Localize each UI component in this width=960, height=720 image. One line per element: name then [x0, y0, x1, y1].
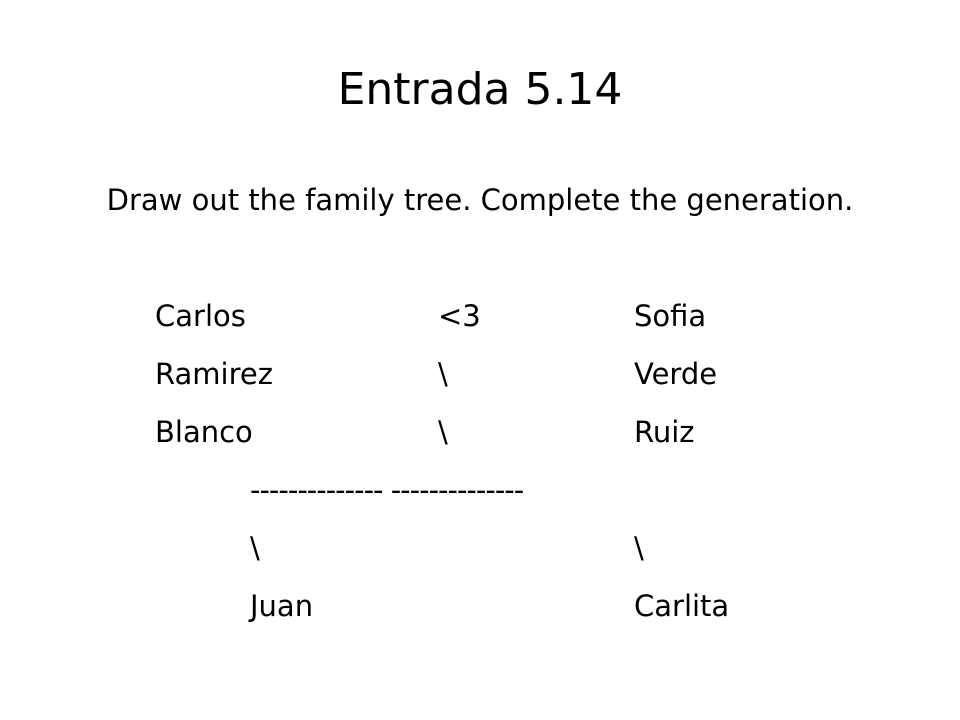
father-surname-1: Ramirez	[155, 357, 273, 391]
father-surname-2: Blanco	[155, 415, 253, 449]
child-juan: Juan	[250, 589, 314, 623]
love-symbol: <3	[438, 299, 481, 333]
parent-father-first-name: Carlos	[155, 299, 246, 333]
parent-mother-first-name: Sofia	[634, 299, 707, 333]
connector-line: \	[438, 357, 448, 391]
connector-line-right: \	[634, 531, 644, 565]
connector-line-left: \	[250, 531, 260, 565]
slide-title: Entrada 5.14	[337, 64, 623, 115]
connector-line: \	[438, 415, 448, 449]
instruction-text: Draw out the family tree. Complete the g…	[106, 183, 854, 217]
child-carlita: Carlita	[634, 589, 730, 623]
mother-surname-2: Ruiz	[634, 415, 695, 449]
mother-surname-1: Verde	[634, 357, 718, 391]
generation-divider: -------------- --------------	[250, 473, 524, 507]
